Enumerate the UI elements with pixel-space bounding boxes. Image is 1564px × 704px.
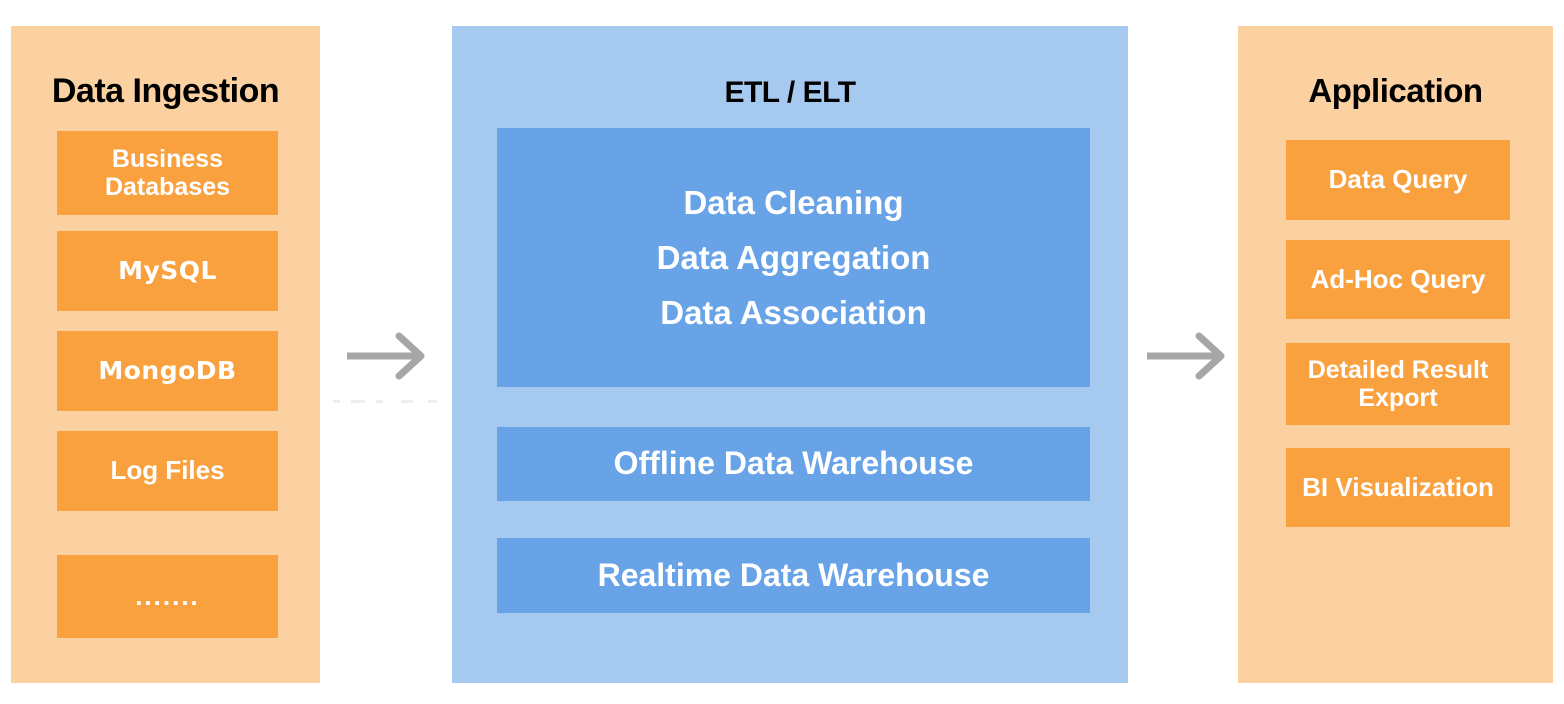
- node-detailed-result-export[interactable]: Detailed Result Export: [1286, 343, 1510, 425]
- transform-step-data-aggregation: Data Aggregation: [656, 239, 931, 276]
- node-ad-hoc-query[interactable]: Ad-Hoc Query: [1286, 240, 1510, 319]
- node-mysql[interactable]: MySQL: [57, 231, 278, 311]
- column-etl-elt: ETL / ELT Data Cleaning Data Aggregation…: [452, 26, 1128, 683]
- column-title-application: Application: [1308, 72, 1483, 109]
- node-bi-visualization[interactable]: BI Visualization: [1286, 448, 1510, 527]
- node-mongodb[interactable]: MongoDB: [57, 331, 278, 411]
- node-log-files[interactable]: Log Files: [57, 431, 278, 511]
- arrow-right-icon-ingestion-to-etl: [345, 330, 431, 382]
- node-business-databases[interactable]: Business Databases: [57, 131, 278, 215]
- node-more-sources[interactable]: .......: [57, 555, 278, 638]
- column-title-etl-elt: ETL / ELT: [724, 76, 856, 109]
- transform-step-data-cleaning: Data Cleaning: [683, 184, 904, 221]
- node-data-query[interactable]: Data Query: [1286, 140, 1510, 220]
- arrow-right-icon-etl-to-application: [1145, 330, 1231, 382]
- node-realtime-data-warehouse[interactable]: Realtime Data Warehouse: [497, 538, 1090, 613]
- column-application: Application Data Query Ad-Hoc Query Deta…: [1238, 26, 1553, 683]
- faint-artifact: [333, 396, 443, 408]
- column-data-ingestion: Data Ingestion Business Databases MySQL …: [11, 26, 320, 683]
- node-transform-operations[interactable]: Data Cleaning Data Aggregation Data Asso…: [497, 128, 1090, 387]
- column-title-data-ingestion: Data Ingestion: [51, 72, 280, 110]
- transform-step-data-association: Data Association: [660, 294, 927, 331]
- node-offline-data-warehouse[interactable]: Offline Data Warehouse: [497, 427, 1090, 501]
